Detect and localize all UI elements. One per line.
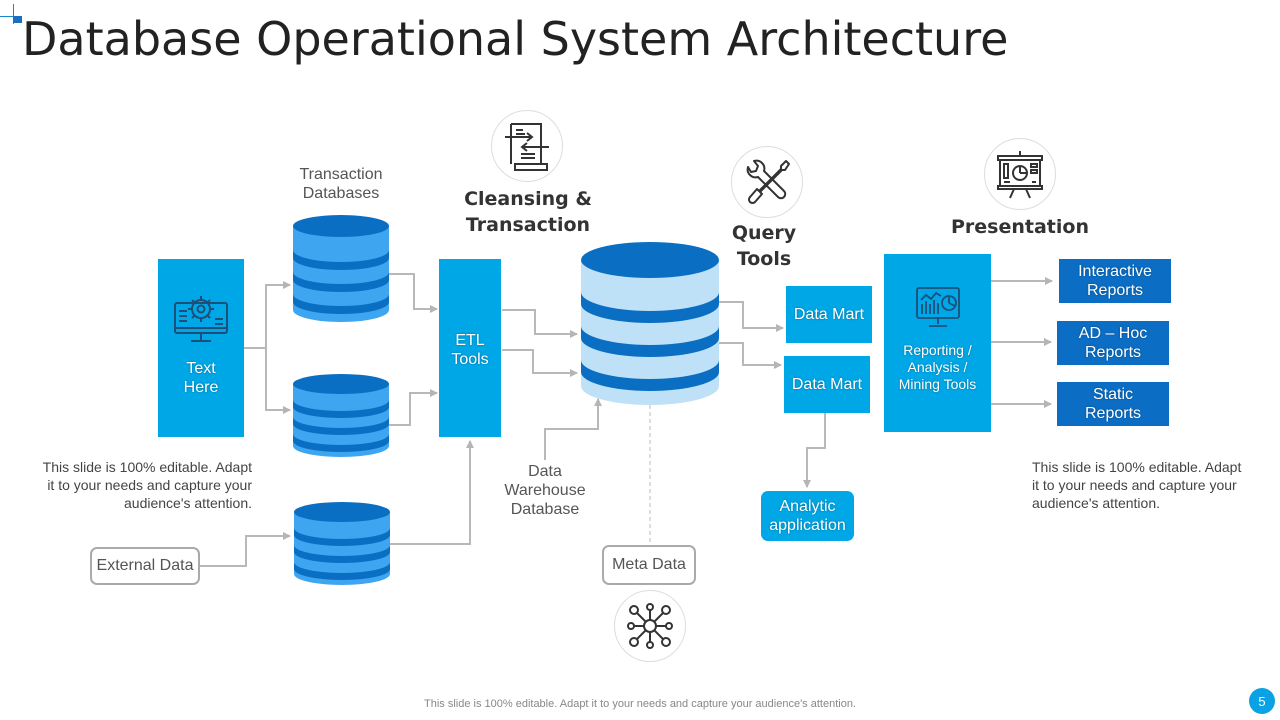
transaction-databases-label: Transaction Databases: [281, 165, 401, 203]
report-label-line: Reports: [1086, 282, 1144, 299]
corner-marker-line: [0, 16, 22, 17]
note-line: it to your needs and capture your: [47, 477, 252, 493]
note-right: This slide is 100% editable. Adapt it to…: [1032, 458, 1272, 512]
cleansing-icon-circle: [491, 110, 563, 182]
etl-label: ETL Tools: [451, 331, 488, 369]
presentation-icon-circle: [984, 138, 1056, 210]
presentation-heading: Presentation: [951, 216, 1089, 238]
label-line: Data: [528, 463, 562, 480]
etl-label-line: ETL: [455, 332, 485, 349]
connector-etl-warehouse-2: [502, 349, 578, 377]
data-mart-2[interactable]: Data Mart: [784, 356, 870, 413]
connector-warehouse-mart1: [718, 301, 784, 332]
heading-line: Transaction: [465, 214, 591, 236]
document-transfer-icon: [505, 123, 549, 171]
report-label-line: Reports: [1084, 405, 1142, 422]
page-number-badge: 5: [1249, 688, 1275, 714]
meta-data-box[interactable]: Meta Data: [602, 545, 696, 585]
corner-marker: [13, 16, 22, 23]
etl-tools-box[interactable]: ETL Tools: [439, 259, 501, 437]
analytic-label-line: application: [769, 517, 846, 534]
connector-db2-etl: [388, 389, 438, 426]
etl-label-line: Tools: [451, 351, 489, 368]
heading-line: Cleansing &: [464, 188, 592, 210]
monitor-chart-icon: [915, 286, 960, 327]
monitor-gear-icon: [174, 296, 228, 342]
note-line: This slide is 100% editable. Adapt: [42, 459, 252, 475]
connector-mart-analytic: [803, 413, 826, 488]
corner-marker-line: [13, 4, 14, 24]
analytic-application-box[interactable]: Analytic application: [761, 491, 854, 541]
source-box-label-line2: Here: [183, 379, 219, 396]
note-line: audience's attention.: [1032, 495, 1160, 511]
source-box[interactable]: Text Here: [158, 259, 244, 437]
analytic-label-line: Analytic: [779, 498, 836, 515]
reporting-tools-box[interactable]: Reporting / Analysis / Mining Tools: [884, 254, 991, 432]
report-label-line: Reports: [1084, 344, 1142, 361]
page-title: Database Operational System Architecture: [22, 12, 1009, 66]
connector-warehouse-mart2: [718, 342, 782, 369]
connector-source-db1: [244, 281, 291, 349]
footer-text: This slide is 100% editable. Adapt it to…: [424, 698, 856, 710]
data-mart-1[interactable]: Data Mart: [786, 286, 872, 343]
reporting-label-line: Reporting /: [903, 341, 972, 358]
network-hub-icon: [627, 603, 673, 649]
label-line: Database: [510, 501, 580, 518]
connector-etl-warehouse-1: [502, 309, 578, 338]
data-warehouse-database[interactable]: [580, 240, 720, 406]
transaction-database-2[interactable]: [292, 373, 390, 459]
connector-source-db2: [265, 348, 291, 414]
label-line: Databases: [302, 185, 380, 202]
connector-db1-etl: [388, 273, 438, 313]
connector-db3-etl: [388, 440, 474, 545]
label-line: Transaction: [299, 166, 383, 183]
heading-line: Query: [731, 222, 797, 244]
query-icon-circle: [731, 146, 803, 218]
connector-external-db3: [200, 532, 291, 567]
wrench-screwdriver-icon: [746, 159, 790, 205]
note-line: audience's attention.: [124, 495, 252, 511]
report-label-line: AD – Hoc: [1078, 325, 1148, 342]
report-label-line: Interactive: [1078, 263, 1152, 280]
static-reports-box[interactable]: Static Reports: [1057, 382, 1169, 426]
meta-data-icon-circle: [614, 590, 686, 662]
note-line: it to your needs and capture your: [1032, 477, 1237, 493]
note-line: This slide is 100% editable. Adapt: [1032, 459, 1242, 475]
label-line: Warehouse: [504, 482, 586, 499]
adhoc-reports-box[interactable]: AD – Hoc Reports: [1057, 321, 1169, 365]
external-database[interactable]: [293, 501, 391, 587]
interactive-reports-box[interactable]: Interactive Reports: [1059, 259, 1171, 303]
connector-label-warehouse: [544, 398, 602, 460]
reporting-label-line: Analysis /: [907, 358, 968, 375]
reporting-label-line: Mining Tools: [898, 375, 977, 392]
transaction-database-1[interactable]: [292, 214, 390, 324]
note-left: This slide is 100% editable. Adapt it to…: [20, 458, 252, 512]
source-box-label-line1: Text: [186, 360, 216, 377]
cleansing-heading: Cleansing & Transaction: [448, 186, 608, 238]
data-warehouse-label: Data Warehouse Database: [490, 462, 600, 519]
report-label-line: Static: [1092, 386, 1133, 403]
query-heading: Query Tools: [714, 220, 814, 272]
presentation-board-icon: [997, 151, 1043, 199]
heading-line: Tools: [736, 248, 792, 270]
external-data-box[interactable]: External Data: [90, 547, 200, 585]
